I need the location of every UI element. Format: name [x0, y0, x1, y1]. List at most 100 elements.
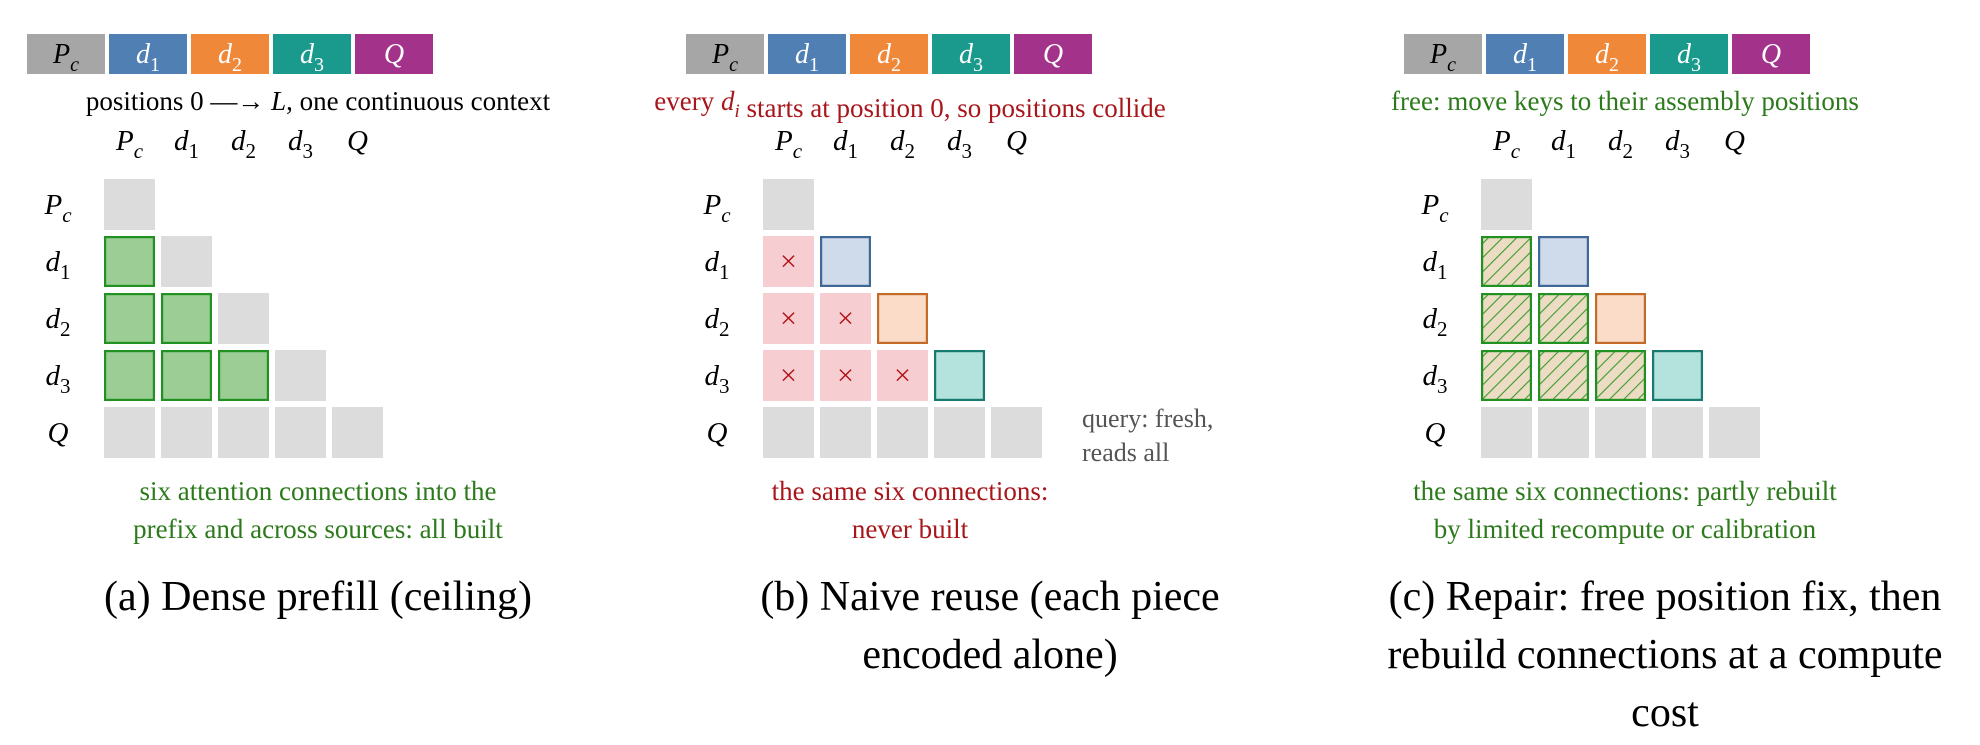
column-header-d3: d3: [947, 125, 972, 163]
token-block-label-d1: d1: [136, 39, 160, 76]
token-block-q: [1014, 34, 1092, 74]
diagonal-cell: [1481, 179, 1532, 230]
token-block-d1: [109, 34, 187, 74]
query-cell: [763, 407, 814, 458]
query-cell: [275, 407, 326, 458]
self-block-cell: [876, 293, 928, 345]
column-header-pc: Pc: [1492, 125, 1521, 163]
diagonal-cell: [763, 179, 814, 230]
caption-line: (b) Naive reuse (each piece: [760, 574, 1220, 620]
panel-top-note: every di starts at position 0, so positi…: [654, 86, 1166, 123]
token-block-d1: [768, 34, 846, 74]
repaired-connection-cell: [1480, 293, 1532, 345]
column-header-q: Q: [1006, 125, 1027, 157]
token-block-label-pc: Pc: [711, 39, 738, 76]
query-cell: [1652, 407, 1703, 458]
missing-mark: ×: [894, 359, 911, 392]
panel-caption: (a) Dense prefill (ceiling): [8, 568, 628, 626]
query-cell: [991, 407, 1042, 458]
token-block-pc: [686, 34, 764, 74]
row-header-q: Q: [707, 417, 728, 449]
bottom-note-line: the same six connections:: [772, 476, 1049, 506]
token-block-d2: [850, 34, 928, 74]
row-header-d3: d3: [705, 360, 730, 398]
query-cell: [934, 407, 985, 458]
built-connection-cell: [103, 350, 155, 402]
token-block-label-d1: d1: [795, 39, 819, 76]
missing-connection-cell: [763, 293, 814, 344]
missing-mark: ×: [837, 359, 854, 392]
side-note-line: reads all: [1082, 438, 1169, 467]
column-header-d2: d2: [890, 125, 915, 163]
row-header-q: Q: [1425, 417, 1446, 449]
self-block-cell: [933, 350, 985, 402]
row-header-d1: d1: [705, 246, 730, 284]
token-block-q: [355, 34, 433, 74]
built-connection-cell: [103, 236, 155, 288]
query-cell: [877, 407, 928, 458]
token-block-label-d2: d2: [218, 39, 242, 76]
repaired-connection-cell: [1594, 350, 1646, 402]
column-header-d1: d1: [833, 125, 858, 163]
repaired-connection-cell: [1480, 236, 1532, 288]
query-cell: [1481, 407, 1532, 458]
caption-line: encoded alone): [862, 632, 1118, 678]
token-block-label-q: Q: [384, 39, 404, 70]
token-block-label-q: Q: [1761, 39, 1781, 70]
column-header-q: Q: [1724, 125, 1745, 157]
row-header-pc: Pc: [702, 189, 731, 227]
repaired-connection-cell: [1480, 350, 1532, 402]
caption-line: cost: [1631, 690, 1699, 736]
self-block-cell: [1537, 236, 1589, 288]
missing-connection-cell: [820, 350, 871, 401]
token-block-d3: [273, 34, 351, 74]
row-header-pc: Pc: [1420, 189, 1449, 227]
built-connection-cell: [161, 293, 213, 345]
token-block-label-d3: d3: [300, 39, 324, 76]
caption-line: rebuild connections at a compute: [1387, 632, 1943, 678]
panel-caption: (b) Naive reuse (each piece encoded alone…: [710, 568, 1270, 684]
query-cell: [820, 407, 871, 458]
repaired-connection-cell: [1537, 350, 1589, 402]
missing-connection-cell: [877, 350, 928, 401]
token-block-label-d3: d3: [959, 39, 983, 76]
bottom-note-line: the same six connections: partly rebuilt: [1413, 476, 1837, 506]
token-block-d2: [1568, 34, 1646, 74]
column-header-d3: d3: [288, 125, 313, 163]
missing-connection-cell: [763, 236, 814, 287]
token-block-label-d3: d3: [1677, 39, 1701, 76]
query-cell: [104, 407, 155, 458]
panel-top-note: free: move keys to their assembly positi…: [1391, 86, 1859, 116]
column-header-q: Q: [347, 125, 368, 157]
diagonal-cell: [161, 236, 212, 287]
missing-mark: ×: [837, 302, 854, 335]
panel-top-note: positions 0 —→ L, one continuous context: [86, 86, 551, 116]
row-header-d3: d3: [46, 360, 71, 398]
diagonal-cell: [104, 179, 155, 230]
query-cell: [1709, 407, 1760, 458]
missing-connection-cell: [820, 293, 871, 344]
row-header-d2: d2: [705, 303, 730, 341]
token-block-pc: [27, 34, 105, 74]
column-header-pc: Pc: [774, 125, 803, 163]
diagonal-cell: [218, 293, 269, 344]
row-header-d1: d1: [46, 246, 71, 284]
token-block-d2: [191, 34, 269, 74]
missing-connection-cell: [763, 350, 814, 401]
query-cell: [161, 407, 212, 458]
token-block-d1: [1486, 34, 1564, 74]
column-header-d2: d2: [231, 125, 256, 163]
row-header-q: Q: [48, 417, 69, 449]
token-block-label-q: Q: [1043, 39, 1063, 70]
query-cell: [218, 407, 269, 458]
token-block-label-d1: d1: [1513, 39, 1537, 76]
row-header-pc: Pc: [43, 189, 72, 227]
built-connection-cell: [218, 350, 270, 402]
bottom-note-line: prefix and across sources: all built: [133, 514, 503, 544]
